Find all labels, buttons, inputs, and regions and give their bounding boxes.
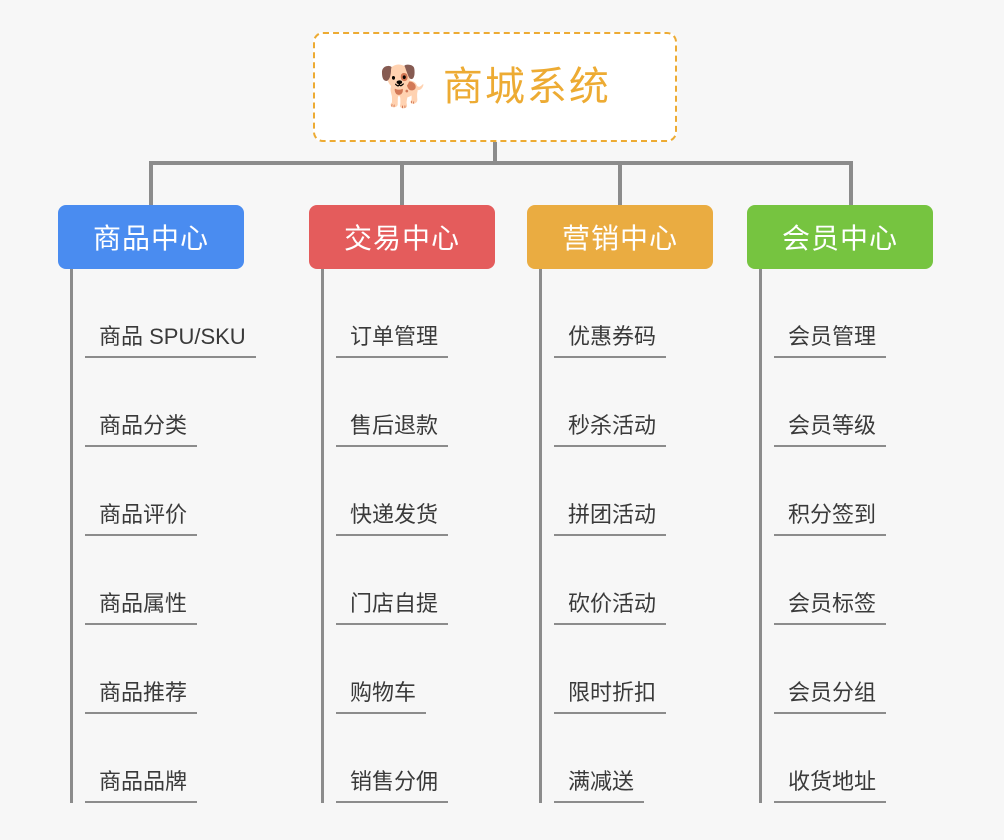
branch-column-3: 营销中心 优惠券码 秒杀活动 拼团活动 砍价活动 限时折扣 满减送 <box>527 205 713 803</box>
list-item-label: 商品评价 <box>85 502 198 536</box>
list-item-label: 砍价活动 <box>554 591 667 625</box>
list-item[interactable]: 商品 SPU/SKU <box>85 269 256 358</box>
list-item[interactable]: 订单管理 <box>336 269 495 358</box>
branch-header-3[interactable]: 营销中心 <box>527 205 713 269</box>
list-item[interactable]: 商品品牌 <box>85 714 244 803</box>
list-item-label: 快递发货 <box>336 502 449 536</box>
list-item[interactable]: 门店自提 <box>336 536 495 625</box>
branch-header-2[interactable]: 交易中心 <box>309 205 495 269</box>
list-item[interactable]: 会员管理 <box>774 269 933 358</box>
list-item[interactable]: 收货地址 <box>774 714 933 803</box>
list-item-label: 商品推荐 <box>85 680 198 714</box>
list-item-label: 门店自提 <box>336 591 449 625</box>
list-item-label: 秒杀活动 <box>554 413 667 447</box>
list-item-label: 会员标签 <box>774 591 887 625</box>
list-item-label: 会员等级 <box>774 413 887 447</box>
list-item-label: 售后退款 <box>336 413 449 447</box>
connector-drop-2 <box>400 161 404 205</box>
branch-header-label-1: 商品中心 <box>92 223 209 254</box>
list-item[interactable]: 积分签到 <box>774 447 933 536</box>
branch-column-1: 商品中心 商品 SPU/SKU 商品分类 商品评价 商品属性 商品推荐 商品品牌 <box>58 205 256 803</box>
branch-header-label-3: 营销中心 <box>561 223 678 254</box>
list-item-label: 销售分佣 <box>336 769 449 803</box>
shiba-dog-face-icon: 🐕 <box>379 65 429 109</box>
list-item[interactable]: 秒杀活动 <box>554 358 713 447</box>
list-item-label: 商品属性 <box>85 591 198 625</box>
list-item-label: 限时折扣 <box>554 680 667 714</box>
connector-drop-1 <box>149 161 153 205</box>
list-item-label: 会员分组 <box>774 680 887 714</box>
list-item[interactable]: 砍价活动 <box>554 536 713 625</box>
list-item-label: 积分签到 <box>774 502 887 536</box>
branch-header-label-4: 会员中心 <box>781 223 898 254</box>
list-item-label: 会员管理 <box>774 324 887 358</box>
branch-column-2: 交易中心 订单管理 售后退款 快递发货 门店自提 购物车 销售分佣 <box>309 205 495 803</box>
connector-drop-3 <box>618 161 622 205</box>
list-item[interactable]: 商品属性 <box>85 536 244 625</box>
list-item-label: 购物车 <box>336 680 427 714</box>
list-item-label: 收货地址 <box>774 769 887 803</box>
branch-header-4[interactable]: 会员中心 <box>747 205 933 269</box>
list-item[interactable]: 拼团活动 <box>554 447 713 536</box>
branch-header-1[interactable]: 商品中心 <box>58 205 244 269</box>
list-item-label: 商品分类 <box>85 413 198 447</box>
branch-items-2: 订单管理 售后退款 快递发货 门店自提 购物车 销售分佣 <box>321 269 495 803</box>
list-item-label: 优惠券码 <box>554 324 667 358</box>
list-item[interactable]: 商品推荐 <box>85 625 244 714</box>
list-item-label: 订单管理 <box>336 324 449 358</box>
list-item[interactable]: 优惠券码 <box>554 269 713 358</box>
root-node-title: 商城系统 <box>442 65 611 109</box>
list-item[interactable]: 满减送 <box>554 714 713 803</box>
list-item[interactable]: 会员分组 <box>774 625 933 714</box>
branch-header-label-2: 交易中心 <box>343 223 460 254</box>
branch-items-3: 优惠券码 秒杀活动 拼团活动 砍价活动 限时折扣 满减送 <box>539 269 713 803</box>
list-item[interactable]: 售后退款 <box>336 358 495 447</box>
branch-items-4: 会员管理 会员等级 积分签到 会员标签 会员分组 收货地址 <box>759 269 933 803</box>
list-item-label: 满减送 <box>554 769 645 803</box>
list-item[interactable]: 会员标签 <box>774 536 933 625</box>
list-item[interactable]: 商品评价 <box>85 447 244 536</box>
list-item[interactable]: 会员等级 <box>774 358 933 447</box>
list-item[interactable]: 销售分佣 <box>336 714 495 803</box>
root-node[interactable]: 🐕 商城系统 <box>313 32 677 142</box>
list-item[interactable]: 限时折扣 <box>554 625 713 714</box>
list-item[interactable]: 快递发货 <box>336 447 495 536</box>
list-item-label: 拼团活动 <box>554 502 667 536</box>
list-item-label: 商品 SPU/SKU <box>85 324 256 358</box>
list-item-label: 商品品牌 <box>85 769 198 803</box>
branch-items-1: 商品 SPU/SKU 商品分类 商品评价 商品属性 商品推荐 商品品牌 <box>70 269 256 803</box>
connector-drop-4 <box>849 161 853 205</box>
connector-horizontal-bus <box>149 161 853 165</box>
list-item[interactable]: 商品分类 <box>85 358 244 447</box>
branch-column-4: 会员中心 会员管理 会员等级 积分签到 会员标签 会员分组 收货地址 <box>747 205 933 803</box>
list-item[interactable]: 购物车 <box>336 625 495 714</box>
connector-root-stem <box>493 142 497 164</box>
